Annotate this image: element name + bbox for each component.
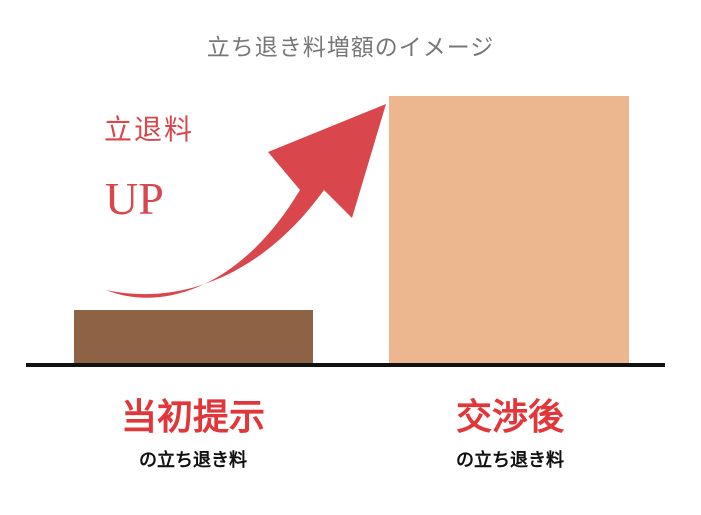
bar-after-negotiation	[389, 96, 629, 364]
sublabel-after-negotiation: の立ち退き料	[456, 450, 564, 471]
bar-initial-offer	[74, 310, 313, 364]
sublabel-initial-offer: の立ち退き料	[139, 450, 247, 471]
annotation-label: 立退料	[104, 113, 195, 146]
label-initial-offer: 当初提示	[120, 397, 265, 438]
baseline	[26, 363, 665, 367]
label-after-negotiation: 交渉後	[455, 397, 564, 438]
annotation-up: UP	[105, 173, 164, 224]
arrow-body	[106, 104, 386, 298]
diagram-title: 立ち退き料増額のイメージ	[206, 35, 495, 61]
